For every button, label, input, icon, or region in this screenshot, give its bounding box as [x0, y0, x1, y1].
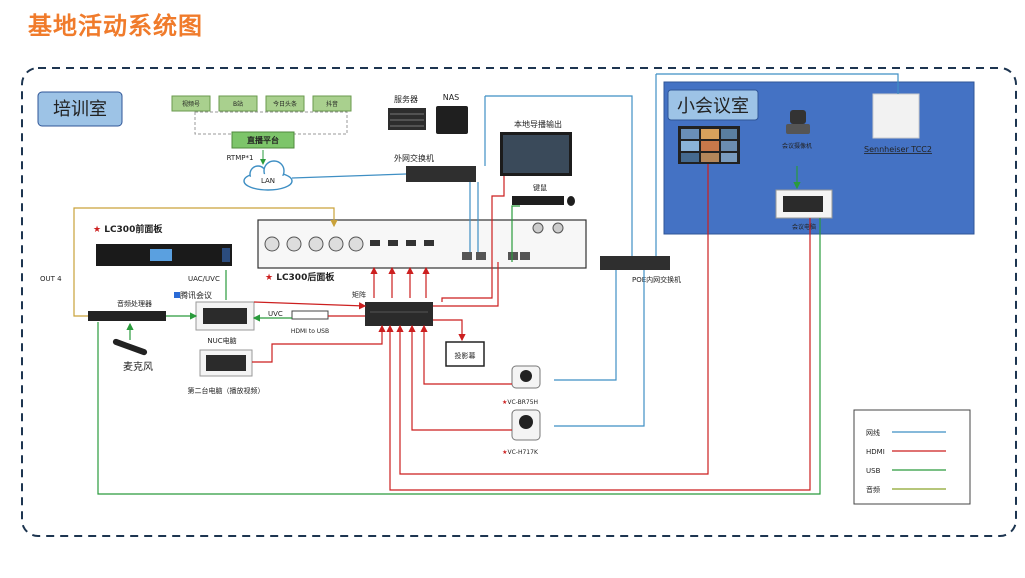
platform-label: 今日头条	[273, 100, 297, 108]
legend-label: HDMI	[866, 448, 885, 456]
sennheiser-device	[872, 93, 920, 139]
platform-label: B站	[233, 100, 243, 108]
xlr-port-icon	[328, 236, 344, 252]
tencent-label: 腾讯会议	[180, 290, 212, 300]
antenna-port-icon	[552, 222, 564, 234]
projector-label: 投影幕	[455, 351, 476, 360]
antenna-port-icon	[532, 222, 544, 234]
mic-label: 麦克风	[123, 361, 153, 373]
xlr-port-icon	[286, 236, 302, 252]
hdmi-port-icon	[370, 240, 380, 246]
hdmi-port-icon	[406, 240, 416, 246]
meeting-pc-label: 会议电脑	[792, 223, 816, 231]
xlr-port-icon	[348, 236, 364, 252]
hdmi-port-icon	[424, 240, 434, 246]
legend-label: 音频	[866, 485, 880, 494]
hdmi-port-icon	[388, 240, 398, 246]
training-room-label: 培训室	[53, 99, 107, 120]
platform-box	[312, 95, 352, 112]
wan-switch-label: 外网交换机	[394, 153, 434, 163]
tencent-icon	[174, 292, 180, 298]
lan-port-icon	[508, 252, 518, 260]
nuc-label: NUC电脑	[207, 336, 236, 345]
keyboard-label: 键鼠	[533, 183, 547, 192]
local-monitor-label: 本地导播输出	[514, 119, 562, 129]
legend-label: USB	[866, 467, 881, 475]
microphone-icon	[112, 338, 148, 356]
wan-switch-device	[406, 166, 476, 182]
lc300-back-label: ★ LC300后面板	[265, 271, 335, 283]
audio-processor-label: 音频处理器	[117, 299, 152, 308]
sennheiser-label: Sennheiser TCC2	[864, 145, 932, 154]
live-platform-label: 直播平台	[247, 135, 279, 145]
platform-box	[218, 95, 258, 112]
xlr-port-icon	[264, 236, 280, 252]
server-device	[388, 108, 426, 130]
audio-processor-device	[88, 311, 166, 321]
page-title: 基地活动系统图	[28, 12, 203, 40]
lc300-front-label: ★ LC300前面板	[93, 223, 163, 235]
platform-box	[171, 95, 211, 112]
platform-label: 抖音	[326, 100, 338, 108]
lan-cloud-icon	[243, 160, 293, 191]
platform-box	[265, 95, 305, 112]
keyboard-device	[512, 196, 564, 205]
outer-boundary	[21, 67, 1017, 537]
meeting-camera-icon	[790, 110, 806, 124]
live-platform-box	[231, 131, 295, 149]
legend-label: 网线	[866, 428, 880, 437]
uvc-label: UVC	[268, 310, 283, 318]
platform-list: 视频号 B站 今日头条 抖音	[171, 95, 352, 112]
nas-device	[436, 106, 468, 134]
uac-uvc-label: UAC/UVC	[188, 275, 220, 283]
platform-label: 视频号	[182, 100, 200, 108]
meeting-camera-label: 会议摄像机	[782, 142, 812, 150]
camera-h717k-icon	[511, 409, 541, 441]
legend: 网线 HDMI USB 音频	[866, 428, 946, 494]
projector-screen	[445, 341, 485, 367]
connection-lines	[73, 73, 899, 495]
camera-br75h-icon	[511, 365, 541, 389]
camera-br75h-label: ★VC-BR75H	[502, 399, 538, 406]
lan-port-icon	[520, 252, 530, 260]
lan-label: LAN	[261, 177, 275, 185]
poe-switch-label: POE内网交换机	[632, 275, 681, 284]
nas-label: NAS	[443, 93, 460, 102]
lan-port-icon	[462, 252, 472, 260]
meeting-room-label: 小会议室	[677, 96, 749, 117]
second-pc-label: 第二台电脑（播放视频）	[188, 386, 265, 395]
camera-h717k-label: ★VC-H717K	[502, 449, 539, 456]
matrix-device	[365, 302, 433, 326]
training-room-box	[37, 91, 123, 127]
matrix-label: 矩阵	[352, 290, 366, 299]
lan-port-icon	[476, 252, 486, 260]
xlr-port-icon	[308, 236, 324, 252]
out4-label: OUT 4	[40, 275, 62, 283]
server-label: 服务器	[394, 94, 418, 104]
poe-switch-device	[600, 256, 670, 270]
platforms-box	[194, 111, 348, 135]
hdmi-to-usb-device	[291, 310, 329, 320]
hdmi-to-usb-label: HDMI to USB	[291, 328, 329, 335]
legend-box	[853, 409, 971, 505]
meeting-room-box	[667, 89, 759, 121]
rtmp-label: RTMP*1	[227, 154, 254, 162]
